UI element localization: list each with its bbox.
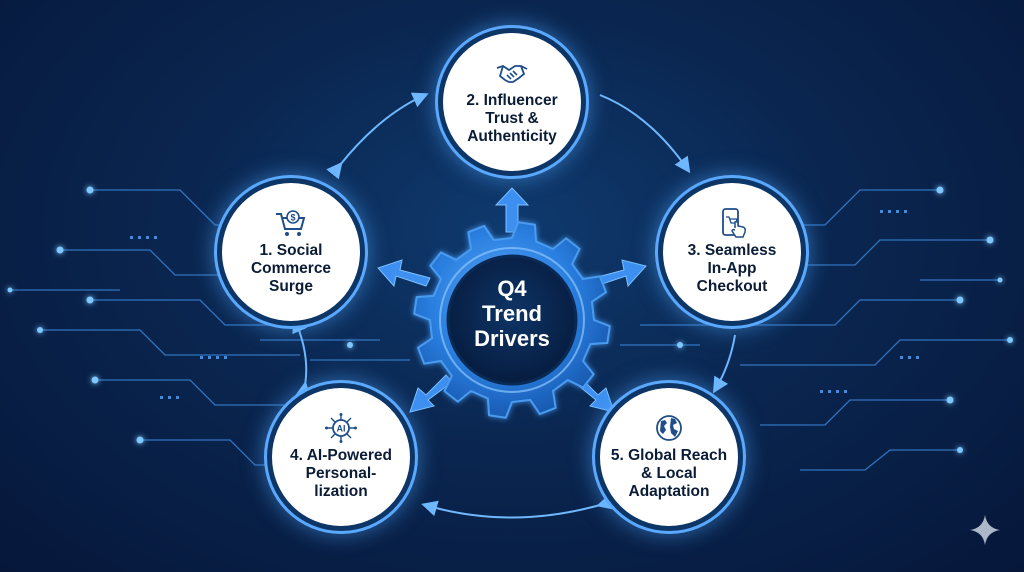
node-global-reach: 5. Global Reach & Local Adaptation	[600, 388, 738, 526]
circuit-dots-left	[130, 236, 227, 399]
node-label: 5. Global Reach & Local Adaptation	[611, 447, 727, 501]
hub-arrow-left	[377, 259, 431, 288]
circuit-dots-right	[820, 210, 919, 393]
svg-text:AI: AI	[337, 424, 346, 434]
node-label-line: 3. Seamless	[687, 242, 777, 259]
arrow-node3-to-node5	[712, 334, 736, 394]
cycle-arrows	[292, 92, 736, 519]
node-label: 2. Influencer Trust & Authenticity	[466, 92, 557, 146]
handshake-icon	[496, 65, 528, 83]
node-label-line: 1. Social	[259, 242, 323, 259]
node-label: 4. AI-Powered Personal- lization	[290, 447, 392, 501]
circuit-traces-left	[10, 189, 410, 466]
hub-label-line: Trend	[482, 301, 542, 326]
arrow-node1-to-node2	[326, 92, 429, 180]
arrow-node5-to-node4	[421, 494, 614, 519]
hub-gear-ring	[439, 247, 585, 393]
circuit-traces-right	[620, 189, 1010, 471]
hub-label-line: Q4	[497, 276, 527, 301]
arrow-node2-to-node3	[599, 94, 691, 174]
node-label-line: Checkout	[696, 278, 768, 295]
node-label-line: In-App	[707, 260, 757, 277]
node-label-line: Commerce	[250, 260, 332, 277]
node-label-line: 4. AI-Powered	[290, 447, 392, 464]
circuit-nodes-right	[677, 186, 1013, 453]
node-label: 1. Social Commerce Surge	[251, 242, 331, 296]
node-label-line: & Local	[641, 465, 697, 482]
smartphone-tap-icon	[722, 208, 746, 238]
ai-chip-icon: AI	[325, 413, 357, 443]
node-ai-personalization: AI 4. AI-Powered Personal- lization	[272, 388, 410, 526]
node-label-line: Authenticity	[467, 128, 557, 145]
node-in-app-checkout: 3. Seamless In-App Checkout	[663, 183, 801, 321]
node-label-line: Personal-	[305, 465, 377, 482]
node-label-line: Trust &	[485, 110, 539, 127]
svg-text:$: $	[290, 213, 295, 223]
node-influencer-trust: 2. Influencer Trust & Authenticity	[443, 33, 581, 171]
node-label-line: Surge	[269, 278, 313, 295]
node-label-line: 2. Influencer	[466, 92, 558, 109]
node-label: 3. Seamless In-App Checkout	[688, 242, 777, 296]
node-label-line: Adaptation	[628, 483, 710, 500]
globe-icon	[656, 415, 682, 441]
hub-gear-inner	[446, 254, 578, 386]
node-label-line: lization	[314, 483, 368, 500]
node-label-line: 5. Global Reach	[610, 447, 728, 464]
arrow-node4-to-node1	[292, 316, 311, 399]
sparkle-icon	[970, 515, 1000, 545]
circuit-nodes-left	[7, 186, 353, 444]
shopping-cart-dollar-icon: $	[276, 210, 306, 236]
node-social-commerce: $ 1. Social Commerce Surge	[222, 183, 360, 321]
hub-label-line: Drivers	[474, 326, 550, 351]
hub-label: Q4 Trend Drivers	[442, 276, 582, 351]
